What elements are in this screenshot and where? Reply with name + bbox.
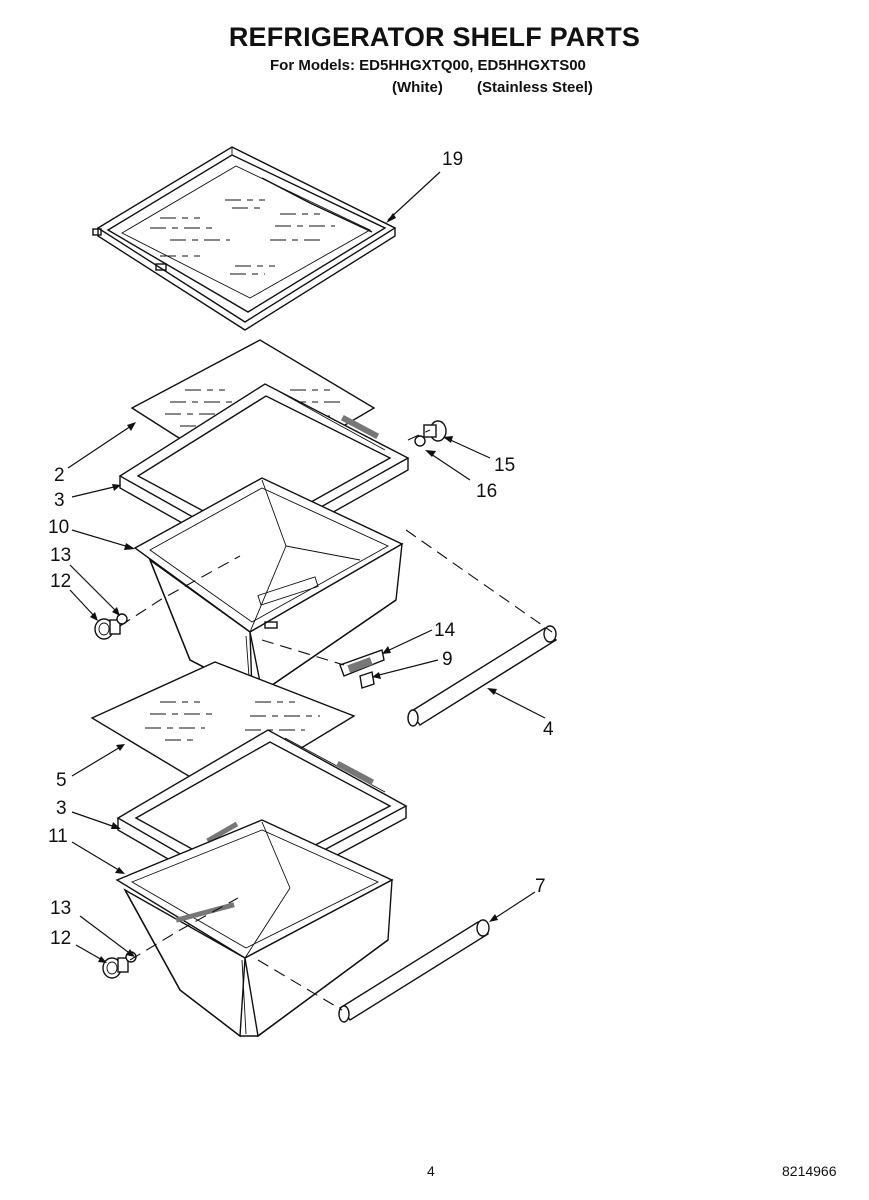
callout-14: 14 bbox=[434, 620, 456, 641]
callout-16: 16 bbox=[476, 481, 497, 502]
callout-3-upper: 3 bbox=[54, 490, 65, 511]
callout-9: 9 bbox=[442, 649, 453, 670]
models-line: For Models: ED5HHGXTQ00, ED5HHGXTS00 bbox=[270, 57, 586, 74]
callout-5: 5 bbox=[56, 770, 67, 791]
document-number: 8214966 bbox=[782, 1163, 837, 1179]
callout-7: 7 bbox=[535, 876, 546, 897]
callout-13-upper: 13 bbox=[50, 545, 71, 566]
part-14-9-clip bbox=[339, 649, 385, 689]
variant-white-label: (White) bbox=[392, 79, 443, 96]
part-10-upper-crisper bbox=[133, 477, 404, 694]
callout-19: 19 bbox=[442, 149, 463, 170]
page-number: 4 bbox=[427, 1163, 435, 1179]
variant-stainless-label: (Stainless Steel) bbox=[477, 79, 593, 96]
callout-3-lower: 3 bbox=[56, 798, 67, 819]
leader-lines bbox=[67, 422, 546, 963]
page-title: REFRIGERATOR SHELF PARTS bbox=[228, 22, 641, 52]
callout-12-lower: 12 bbox=[50, 928, 71, 949]
callout-10: 10 bbox=[48, 517, 69, 538]
part-11-lower-crisper bbox=[115, 819, 394, 1038]
leader-19 bbox=[386, 171, 441, 223]
callout-11: 11 bbox=[48, 826, 68, 847]
callout-2: 2 bbox=[54, 465, 65, 486]
part-19-top-shelf bbox=[92, 146, 397, 331]
callout-12-upper: 12 bbox=[50, 571, 71, 592]
part-15-16-knob bbox=[414, 420, 447, 447]
part-12-13-upper-fasteners bbox=[94, 613, 128, 640]
callout-4: 4 bbox=[543, 719, 554, 740]
part-4-upper-handle bbox=[407, 625, 558, 727]
callout-13-lower: 13 bbox=[50, 898, 71, 919]
callout-15: 15 bbox=[494, 455, 515, 476]
